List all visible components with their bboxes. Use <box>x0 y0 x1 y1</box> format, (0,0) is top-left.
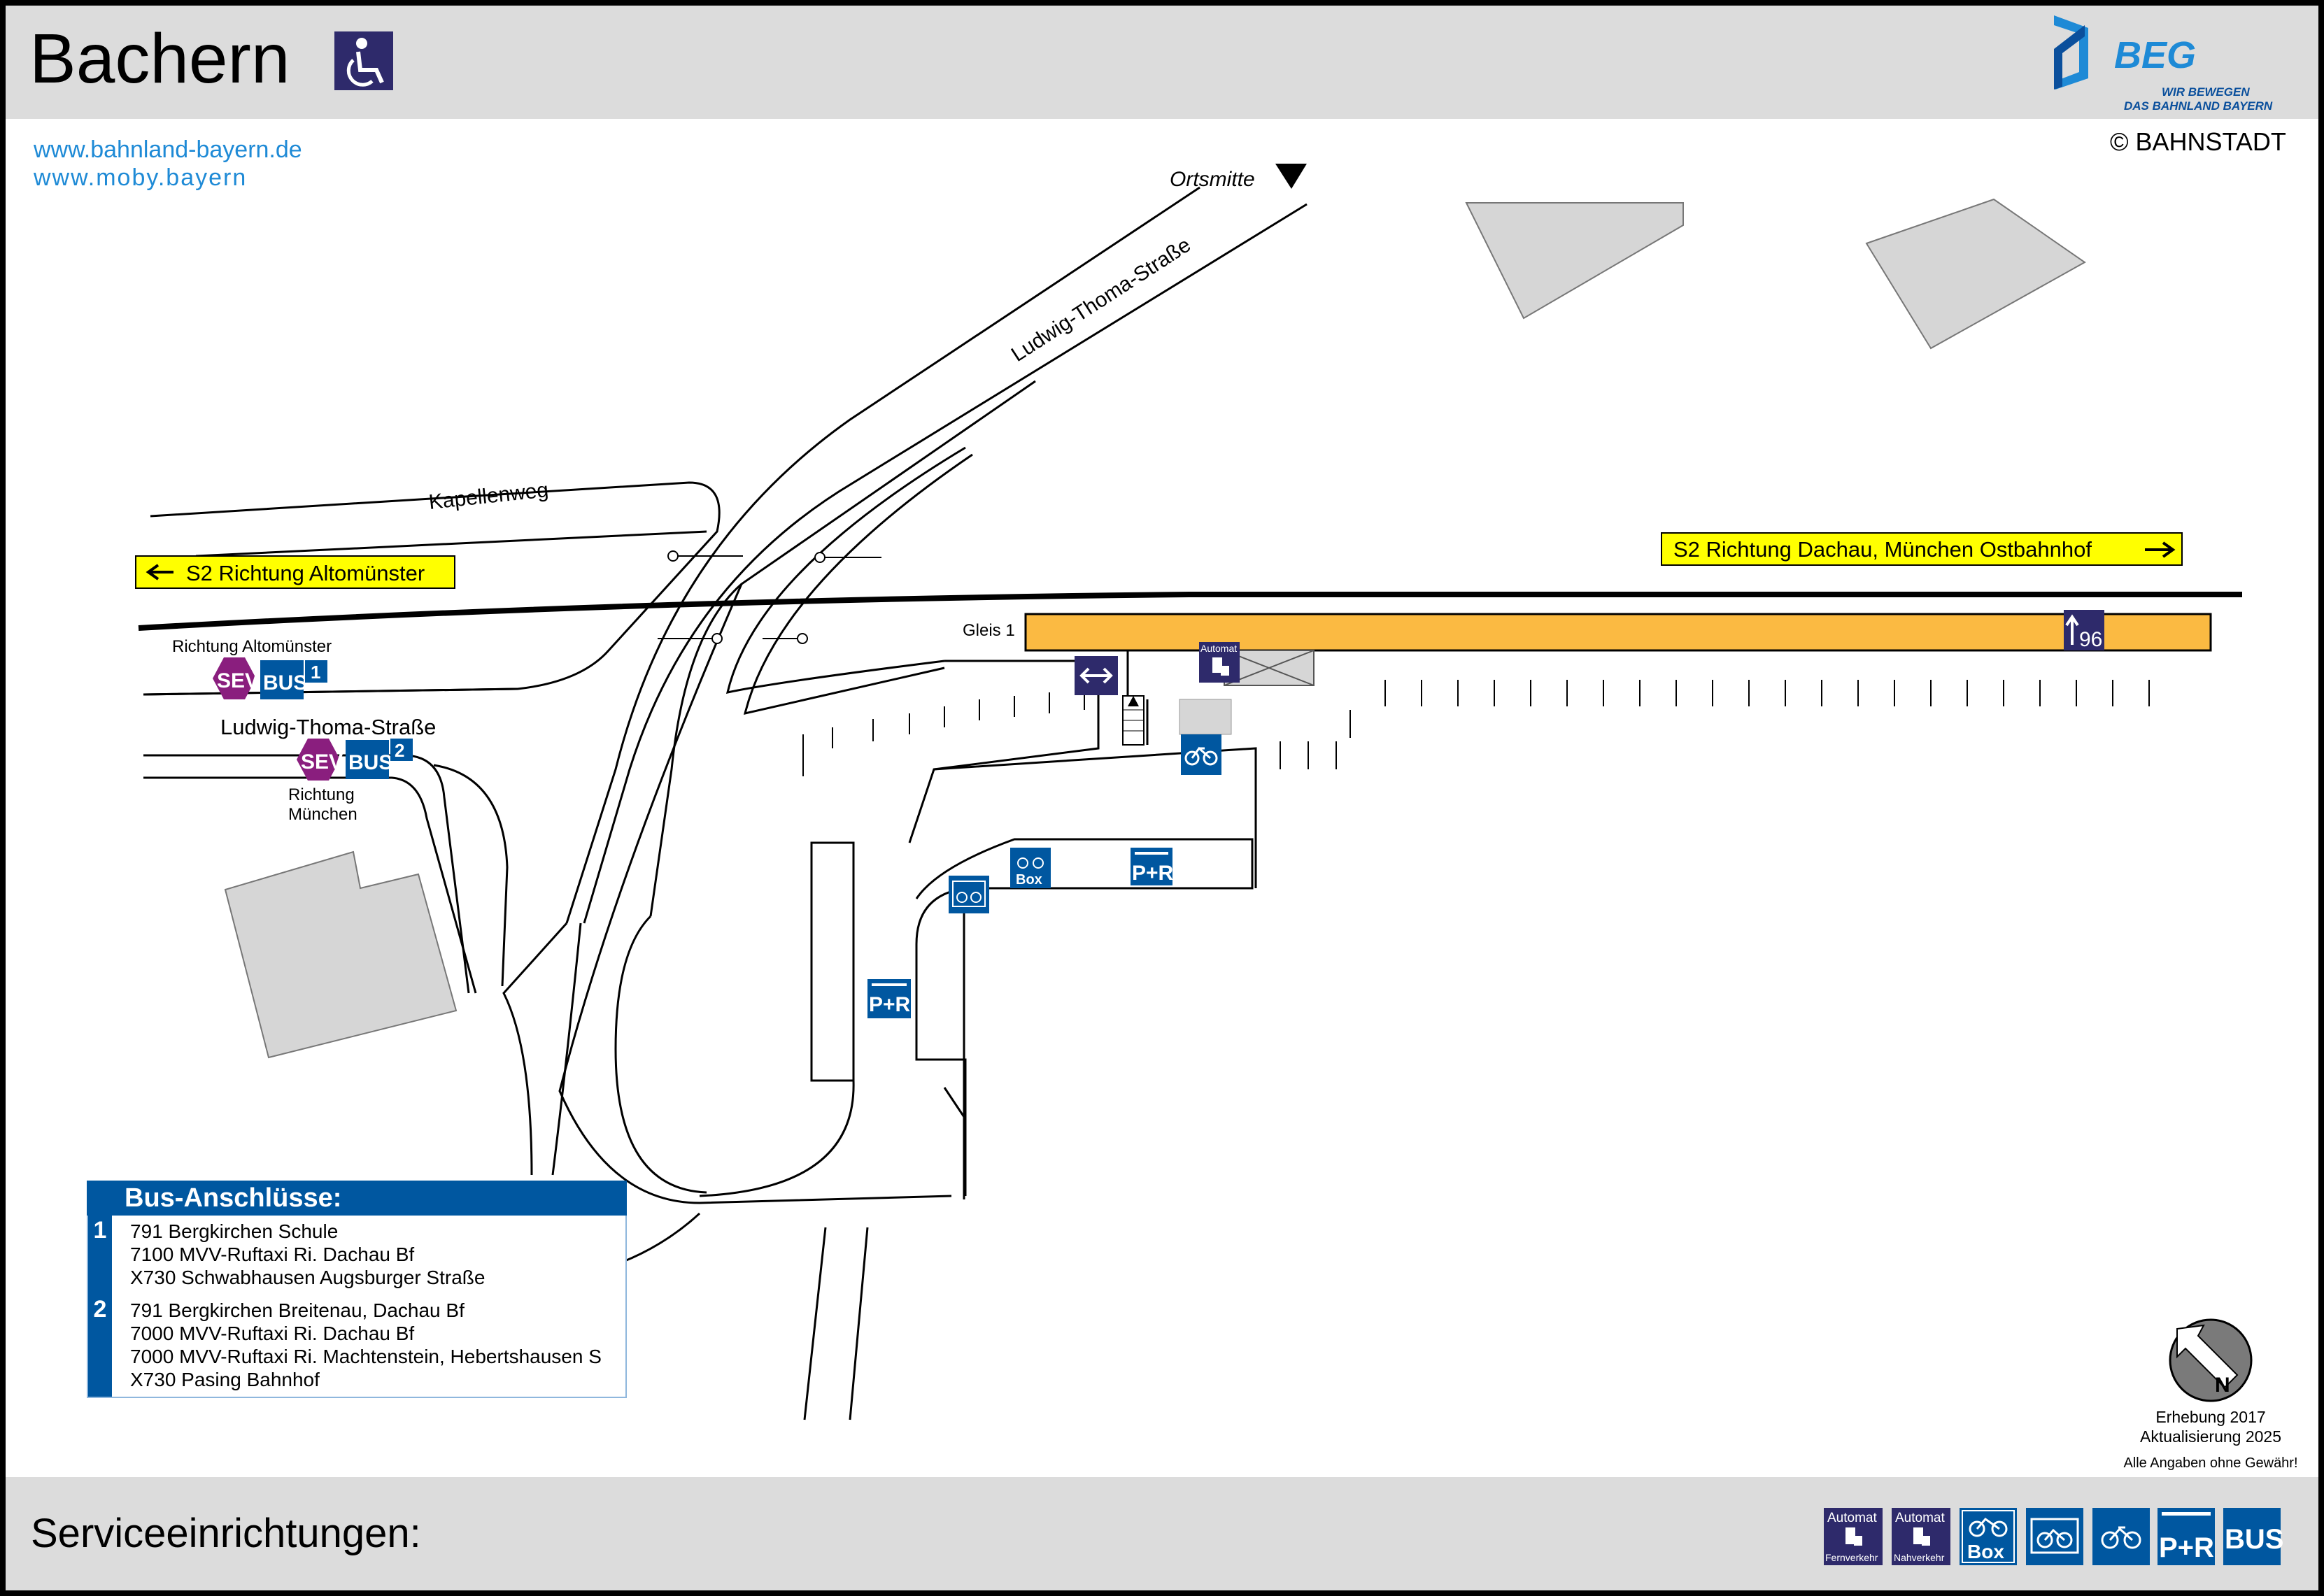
svg-text:SEV: SEV <box>301 750 343 774</box>
brand-slogan-1: WIR BEWEGEN <box>2162 85 2250 99</box>
beg-logo: BEG WIR BEWEGEN DAS BAHNLAND BAYERN <box>2054 15 2273 113</box>
bus-stop-2-badge: BUS 2 <box>346 739 413 779</box>
platform-height-marker: 96 <box>2064 610 2104 651</box>
arrow-right-icon <box>2145 541 2176 558</box>
svg-text:Box: Box <box>1967 1541 2004 1562</box>
arrow-left-icon <box>146 564 173 580</box>
svg-text:P+R: P+R <box>2159 1532 2214 1563</box>
info-line-2: Aktualisierung 2025 <box>2140 1427 2281 1446</box>
svg-text:SEV: SEV <box>217 669 259 692</box>
bike-parking-icon <box>2092 1508 2150 1565</box>
svg-text:Automat: Automat <box>1895 1511 1945 1525</box>
bus-line: X730 Schwabhausen Augsburger Straße <box>130 1267 486 1288</box>
bus-line: 791 Bergkirchen Schule <box>130 1220 339 1242</box>
stairs-icon <box>1122 695 1145 746</box>
bus-icon: BUS <box>2223 1508 2283 1565</box>
direction-label-west: S2 Richtung Altomünster <box>186 561 425 585</box>
compass-rose: N <box>2169 1318 2253 1402</box>
ortsmitte-label: Ortsmitte <box>1170 168 1255 191</box>
park-ride-icon: P+R <box>1131 848 1174 885</box>
bike-parking-icon <box>1181 734 1221 775</box>
bus-connections-title: Bus-Anschlüsse: <box>87 1181 627 1216</box>
bus-line: X730 Pasing Bahnhof <box>130 1369 320 1390</box>
copyright: © BAHNSTADT <box>2110 127 2286 156</box>
bus-line: 7000 MVV-Ruftaxi Ri. Dachau Bf <box>130 1323 415 1344</box>
direction-label-east: S2 Richtung Dachau, München Ostbahnhof <box>1673 537 2092 562</box>
underpass-icon <box>1075 656 1118 695</box>
svg-text:2: 2 <box>395 740 404 761</box>
bus-group-number: 1 <box>88 1216 112 1295</box>
bus-line: 7100 MVV-Ruftaxi Ri. Dachau Bf <box>130 1244 415 1265</box>
info-line-3: Alle Angaben ohne Gewähr! <box>2123 1455 2297 1471</box>
building <box>224 850 458 1059</box>
link-bahnland-bayern[interactable]: www.bahnland-bayern.de <box>33 136 302 163</box>
svg-text:BUS: BUS <box>2225 1524 2283 1555</box>
svg-text:Automat: Automat <box>1827 1511 1877 1525</box>
footer-title: Serviceeinrichtungen: <box>31 1511 421 1556</box>
wheelchair-icon <box>334 31 393 90</box>
bus-line: 7000 MVV-Ruftaxi Ri. Machtenstein, Heber… <box>130 1346 602 1367</box>
link-moby-bayern[interactable]: www.moby.bayern <box>33 164 247 191</box>
gleis-label: Gleis 1 <box>963 621 1015 640</box>
sev-badge: SEV <box>297 739 343 781</box>
railway-track <box>138 592 2242 631</box>
platform-height: 96 <box>2079 628 2102 651</box>
svg-text:1: 1 <box>311 662 320 683</box>
svg-text:Nahverkehr: Nahverkehr <box>1894 1552 1945 1563</box>
park-ride-label: P+R <box>869 993 911 1016</box>
automat-label: Automat <box>1200 643 1237 654</box>
kiosk-box <box>1179 699 1232 735</box>
bike-box-label: Box <box>1016 872 1042 888</box>
fence-markings <box>802 689 1337 776</box>
compass-letter: N <box>2215 1374 2230 1397</box>
building <box>1465 202 1684 320</box>
brand-slogan-2: DAS BAHNLAND BAYERN <box>2124 99 2273 113</box>
sev-badge: SEV <box>213 657 259 699</box>
info-line-1: Erhebung 2017 <box>2155 1408 2265 1426</box>
crossing-markers <box>658 550 881 644</box>
platform-fence <box>1349 680 2150 738</box>
park-ride-label: P+R <box>1132 862 1174 885</box>
bus-line: 791 Bergkirchen Breitenau, Dachau Bf <box>130 1299 465 1321</box>
bike-covered-icon <box>949 876 989 913</box>
bike-box-icon: Box <box>1010 848 1051 888</box>
bike-covered-icon <box>2026 1508 2083 1565</box>
stop2-direction-2: München <box>288 805 357 824</box>
ticket-machine-icon: Automat <box>1199 642 1240 683</box>
automat-fernverkehr-icon: Automat Fernverkehr <box>1824 1508 1883 1565</box>
direction-altomuenster: S2 Richtung Altomünster <box>135 555 455 589</box>
ortsmitte-arrow-icon <box>1275 164 1307 189</box>
stop2-name: Ludwig-Thoma-Straße <box>220 715 436 739</box>
bus-group-number: 2 <box>88 1295 112 1397</box>
stop1-direction: Richtung Altomünster <box>172 637 332 656</box>
page-title: Bachern <box>29 20 290 98</box>
bus-stop-1-badge: BUS 1 <box>260 660 327 699</box>
park-ride-icon: P+R <box>867 979 911 1018</box>
bike-box-icon: Box <box>1960 1508 2017 1565</box>
direction-dachau: S2 Richtung Dachau, München Ostbahnhof <box>1661 532 2183 566</box>
brand-name: BEG <box>2114 34 2196 76</box>
stop2-direction-1: Richtung <box>288 785 355 804</box>
svg-text:Fernverkehr: Fernverkehr <box>1825 1552 1878 1563</box>
park-ride-icon: P+R <box>2158 1508 2215 1565</box>
automat-nahverkehr-icon: Automat Nahverkehr <box>1892 1508 1950 1565</box>
svg-text:BUS: BUS <box>348 751 392 774</box>
building <box>1865 198 2086 350</box>
svg-text:BUS: BUS <box>263 671 307 694</box>
